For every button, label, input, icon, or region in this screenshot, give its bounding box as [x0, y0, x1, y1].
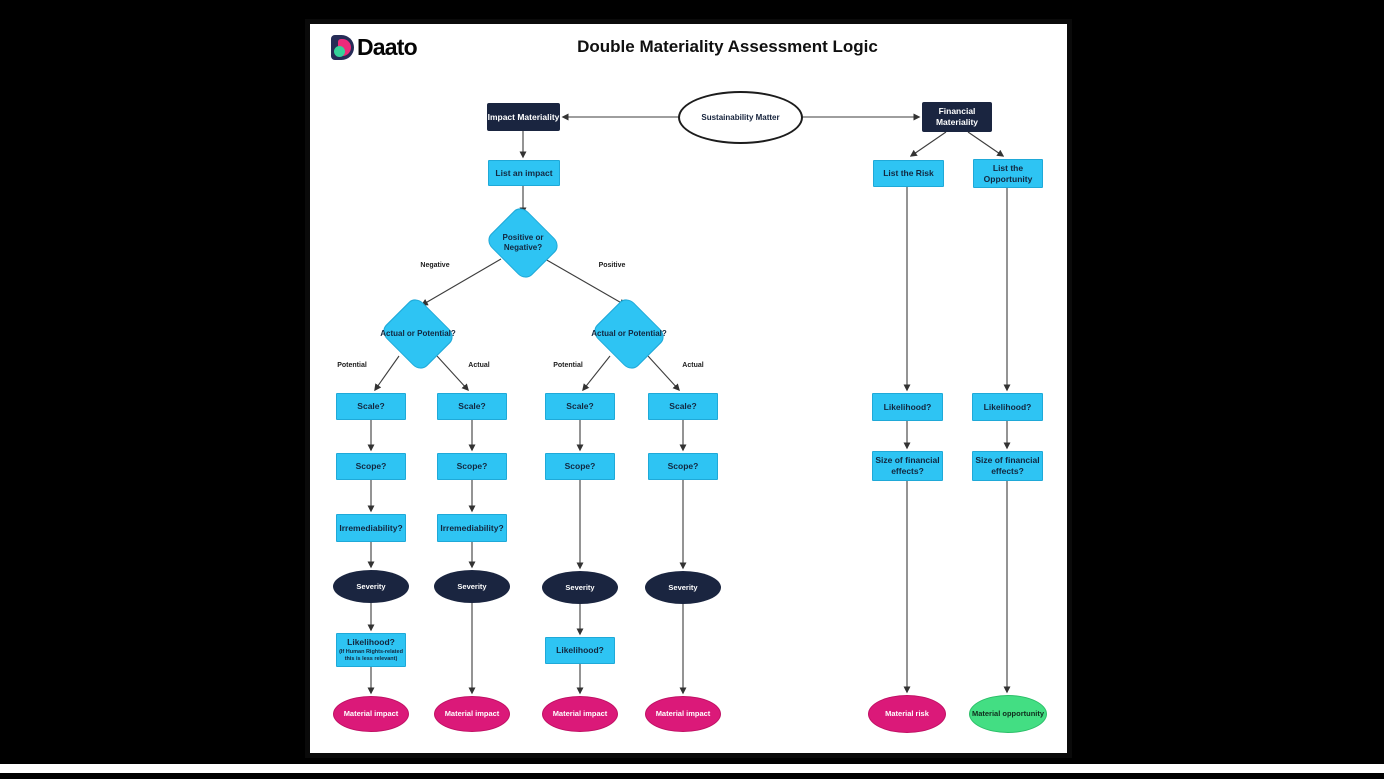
daato-logo-icon	[331, 35, 354, 60]
severity-node-3: Severity	[542, 571, 618, 604]
likelihood-note-line1: (If Human Rights-related	[339, 648, 403, 655]
likelihood-note-line2: this is less relevant)	[344, 655, 398, 662]
scope-node-2: Scope?	[437, 453, 507, 480]
impact-materiality-label: Impact Materiality	[487, 111, 560, 122]
material-risk-node: Material risk	[868, 695, 946, 733]
material-impact-label: Material impact	[655, 709, 711, 719]
scale-node-2: Scale?	[437, 393, 507, 420]
bottom-strip	[0, 764, 1384, 773]
size-of-financial-effects-node-opportunity: Size of financial effects?	[972, 451, 1043, 481]
size-of-financial-effects-label: Size of financial effects?	[875, 455, 940, 476]
diagram-title: Double Materiality Assessment Logic	[577, 37, 878, 56]
actual-or-potential-decision-positive: Actual or Potential?	[589, 295, 669, 373]
material-impact-node-3: Material impact	[542, 696, 618, 732]
irremediability-label: Irremediability?	[440, 522, 504, 533]
sustainability-matter-label: Sustainability Matter	[701, 112, 780, 122]
scale-node-1: Scale?	[336, 393, 406, 420]
scope-label: Scope?	[456, 461, 488, 472]
material-opportunity-node: Material opportunity	[969, 695, 1047, 733]
likelihood-label: Likelihood?	[347, 637, 395, 648]
material-risk-label: Material risk	[885, 709, 929, 719]
material-impact-label: Material impact	[552, 709, 608, 719]
edge-label-potential-1: Potential	[337, 362, 367, 369]
likelihood-label: Likelihood?	[556, 645, 604, 656]
financial-materiality-node: Financial Materiality	[922, 102, 992, 132]
edge-label-negative: Negative	[420, 262, 450, 269]
material-impact-label: Material impact	[444, 709, 500, 719]
material-opportunity-label: Material opportunity	[971, 709, 1045, 719]
actual-or-potential-decision-negative: Actual or Potential?	[378, 295, 458, 373]
severity-label: Severity	[565, 582, 595, 592]
list-an-impact-node: List an impact	[488, 160, 560, 186]
likelihood-node-3: Likelihood?	[545, 637, 615, 664]
size-of-financial-effects-label: Size of financial effects?	[975, 455, 1040, 476]
severity-label: Severity	[668, 582, 698, 592]
edge-label-positive: Positive	[598, 262, 626, 269]
scale-label: Scale?	[458, 401, 486, 412]
likelihood-node-opportunity: Likelihood?	[972, 393, 1043, 421]
likelihood-node-risk: Likelihood?	[872, 393, 943, 421]
daato-logo: Daato	[331, 34, 418, 61]
likelihood-label: Likelihood?	[883, 401, 932, 412]
scope-node-1: Scope?	[336, 453, 406, 480]
financial-materiality-label: Financial Materiality	[935, 106, 979, 127]
material-impact-node-1: Material impact	[333, 696, 409, 732]
material-impact-node-2: Material impact	[434, 696, 510, 732]
daato-logo-text: Daato	[357, 34, 418, 60]
scope-label: Scope?	[564, 461, 596, 472]
impact-materiality-node: Impact Materiality	[487, 103, 560, 131]
irremediability-node-2: Irremediability?	[437, 514, 507, 542]
edge-label-actual-2: Actual	[682, 362, 704, 369]
scale-node-3: Scale?	[545, 393, 615, 420]
positive-or-negative-label: Positive or Negative?	[502, 233, 544, 252]
list-the-risk-label: List the Risk	[883, 168, 934, 179]
material-impact-label: Material impact	[343, 709, 399, 719]
irremediability-label: Irremediability?	[339, 522, 403, 533]
scale-label: Scale?	[357, 401, 385, 412]
severity-label: Severity	[457, 581, 487, 591]
scope-label: Scope?	[355, 461, 387, 472]
positive-or-negative-decision: Positive or Negative?	[483, 204, 563, 282]
likelihood-label: Likelihood?	[983, 401, 1032, 412]
size-of-financial-effects-node-risk: Size of financial effects?	[872, 451, 943, 481]
severity-node-2: Severity	[434, 570, 510, 603]
actual-or-potential-label: Actual or Potential?	[380, 329, 456, 339]
scale-label: Scale?	[669, 401, 697, 412]
scale-node-4: Scale?	[648, 393, 718, 420]
scale-label: Scale?	[566, 401, 594, 412]
sustainability-matter-node: Sustainability Matter	[678, 91, 803, 144]
edge-label-potential-2: Potential	[553, 362, 583, 369]
scope-label: Scope?	[667, 461, 699, 472]
irremediability-node-1: Irremediability?	[336, 514, 406, 542]
list-an-impact-label: List an impact	[495, 167, 553, 178]
list-the-opportunity-label: List the Opportunity	[983, 162, 1033, 184]
scope-node-4: Scope?	[648, 453, 718, 480]
scope-node-3: Scope?	[545, 453, 615, 480]
severity-label: Severity	[356, 581, 386, 591]
list-the-risk-node: List the Risk	[873, 160, 944, 187]
severity-node-1: Severity	[333, 570, 409, 603]
edge-label-actual-1: Actual	[468, 362, 490, 369]
list-the-opportunity-node: List the Opportunity	[973, 159, 1043, 188]
material-impact-node-4: Material impact	[645, 696, 721, 732]
severity-node-4: Severity	[645, 571, 721, 604]
actual-or-potential-label: Actual or Potential?	[591, 329, 667, 339]
likelihood-node-1: Likelihood? (If Human Rights-related thi…	[336, 633, 406, 667]
